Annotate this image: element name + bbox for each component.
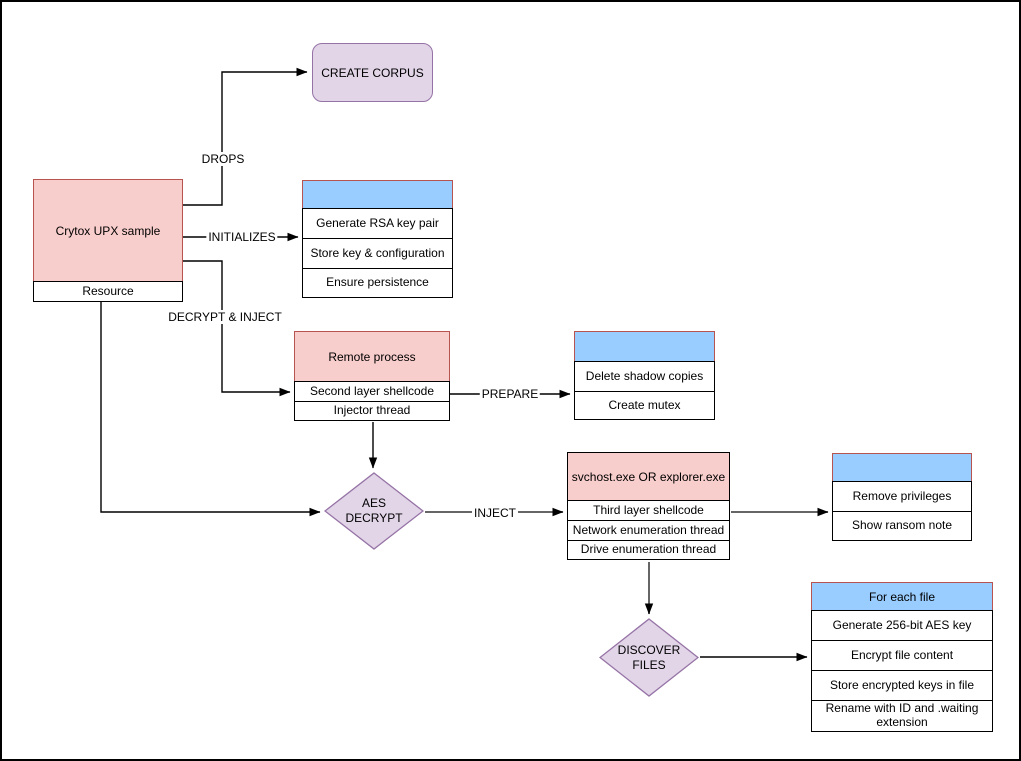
edge-label-initializes: INITIALIZES xyxy=(206,230,278,244)
table-row: Generate 256-bit AES key xyxy=(811,610,993,641)
edge-label-inject: INJECT xyxy=(472,506,518,520)
table-row: Third layer shellcode xyxy=(567,500,730,521)
edge-resource-to-aes xyxy=(100,300,321,517)
node-discover-files: DISCOVER FILES xyxy=(599,618,699,697)
table-row: Injector thread xyxy=(294,401,450,421)
table-row: Network enumeration thread xyxy=(567,520,730,541)
table-row: Remove privileges xyxy=(832,481,972,512)
node-svchost-explorer: svchost.exe OR explorer.exe Third layer … xyxy=(567,452,730,560)
table-row: Second layer shellcode xyxy=(294,381,450,402)
node-title: Crytox UPX sample xyxy=(33,179,183,282)
node-init-actions: Generate RSA key pair Store key & config… xyxy=(302,180,453,298)
node-post-inject-actions: Remove privileges Show ransom note xyxy=(832,453,972,541)
node-title: For each file xyxy=(811,582,993,611)
node-title xyxy=(574,331,715,362)
node-create-corpus: CREATE CORPUS xyxy=(312,43,433,102)
table-row: Delete shadow copies xyxy=(574,361,715,392)
edge-label-decrypt-inject: DECRYPT & INJECT xyxy=(166,310,284,324)
diamond-shape xyxy=(324,472,424,550)
node-aes-decrypt: AES DECRYPT xyxy=(324,472,424,550)
edge-drops xyxy=(183,67,308,206)
node-title xyxy=(302,180,453,209)
table-row: Ensure persistence xyxy=(302,268,453,298)
table-row: Rename with ID and .waiting extension xyxy=(811,700,993,732)
table-row: Create mutex xyxy=(574,391,715,420)
table-row-resource: Resource xyxy=(33,281,183,302)
table-row: Show ransom note xyxy=(832,511,972,541)
node-label: AES DECRYPT xyxy=(345,496,403,525)
edge-label-prepare: PREPARE xyxy=(479,387,541,401)
edge-decrypt-inject xyxy=(183,260,291,397)
table-row: Generate RSA key pair xyxy=(302,208,453,239)
table-row: Encrypt file content xyxy=(811,640,993,671)
node-title xyxy=(832,453,972,482)
node-crytox-upx-sample: Crytox UPX sample Resource xyxy=(33,179,183,302)
table-row: Drive enumeration thread xyxy=(567,540,730,560)
table-row: Store encrypted keys in file xyxy=(811,670,993,701)
node-for-each-file: For each file Generate 256-bit AES key E… xyxy=(811,582,993,732)
node-remote-process: Remote process Second layer shellcode In… xyxy=(294,331,450,421)
node-label: DISCOVER FILES xyxy=(617,642,681,672)
node-title: svchost.exe OR explorer.exe xyxy=(567,452,730,501)
edge-label-drops: DROPS xyxy=(199,152,247,166)
diamond-shape xyxy=(599,618,699,697)
node-prepare-actions: Delete shadow copies Create mutex xyxy=(574,331,715,420)
node-title: Remote process xyxy=(294,331,450,382)
table-row: Store key & configuration xyxy=(302,238,453,269)
